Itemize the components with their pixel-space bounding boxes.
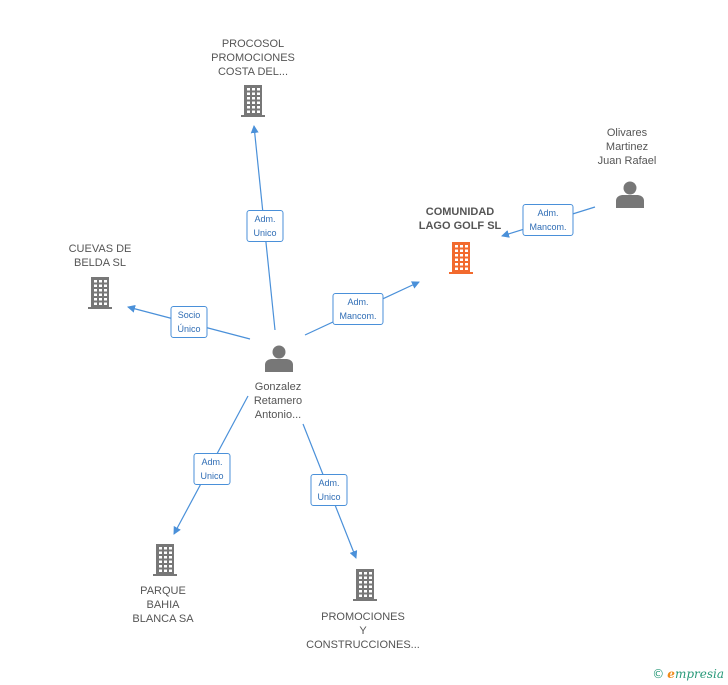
- building-icon-promociones[interactable]: [353, 569, 377, 601]
- edge-label-gonzalez-promociones[interactable]: Adm.Unico: [310, 474, 348, 506]
- edge-label-gonzalez-comunidad[interactable]: Adm.Mancom.: [332, 293, 384, 325]
- edge-label-gonzalez-procosol[interactable]: Adm.Unico: [246, 210, 284, 242]
- person-icon-olivares[interactable]: [616, 181, 644, 209]
- edge-label-gonzalez-parque[interactable]: Adm.Unico: [193, 453, 231, 485]
- copyright-icon: ©: [652, 667, 665, 681]
- edge-label-olivares-comunidad[interactable]: Adm.Mancom.: [522, 204, 574, 236]
- empresia-logo[interactable]: ©empresia: [652, 667, 724, 681]
- building-icon-procosol[interactable]: [241, 85, 265, 117]
- building-icon-parque[interactable]: [153, 544, 177, 576]
- building-icon-comunidad[interactable]: [449, 242, 473, 274]
- person-icon-gonzalez[interactable]: [265, 345, 293, 373]
- building-icon-cuevas[interactable]: [88, 277, 112, 309]
